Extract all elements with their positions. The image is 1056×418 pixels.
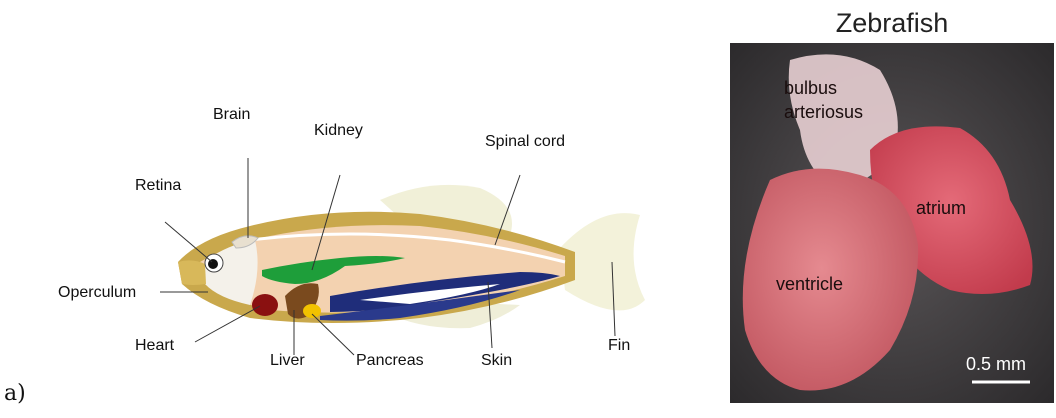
- heart: [252, 294, 278, 316]
- retina-label: Retina: [135, 177, 181, 195]
- atrium-label: atrium: [916, 196, 966, 220]
- spinal-cord-label: Spinal cord: [485, 133, 565, 151]
- photo-title: Zebrafish: [730, 8, 1054, 39]
- heart-label: Heart: [135, 337, 174, 355]
- fin-label: Fin: [608, 337, 630, 355]
- liver-label: Liver: [270, 352, 305, 370]
- jaw: [178, 260, 206, 285]
- heart-leader: [195, 306, 260, 342]
- kidney-label: Kidney: [314, 122, 363, 140]
- panel-letter: a): [4, 381, 26, 406]
- scale-bar-label: 0.5 mm: [966, 354, 1026, 375]
- bulbus-label-line1: bulbus: [784, 76, 837, 100]
- pancreas-label: Pancreas: [356, 352, 424, 370]
- ventricle-label: ventricle: [776, 272, 843, 296]
- operculum-label: Operculum: [58, 284, 136, 302]
- skin-label: Skin: [481, 352, 512, 370]
- bulbus-label-line2: arteriosus: [784, 100, 863, 124]
- pancreas: [303, 304, 321, 318]
- brain-label: Brain: [213, 106, 250, 124]
